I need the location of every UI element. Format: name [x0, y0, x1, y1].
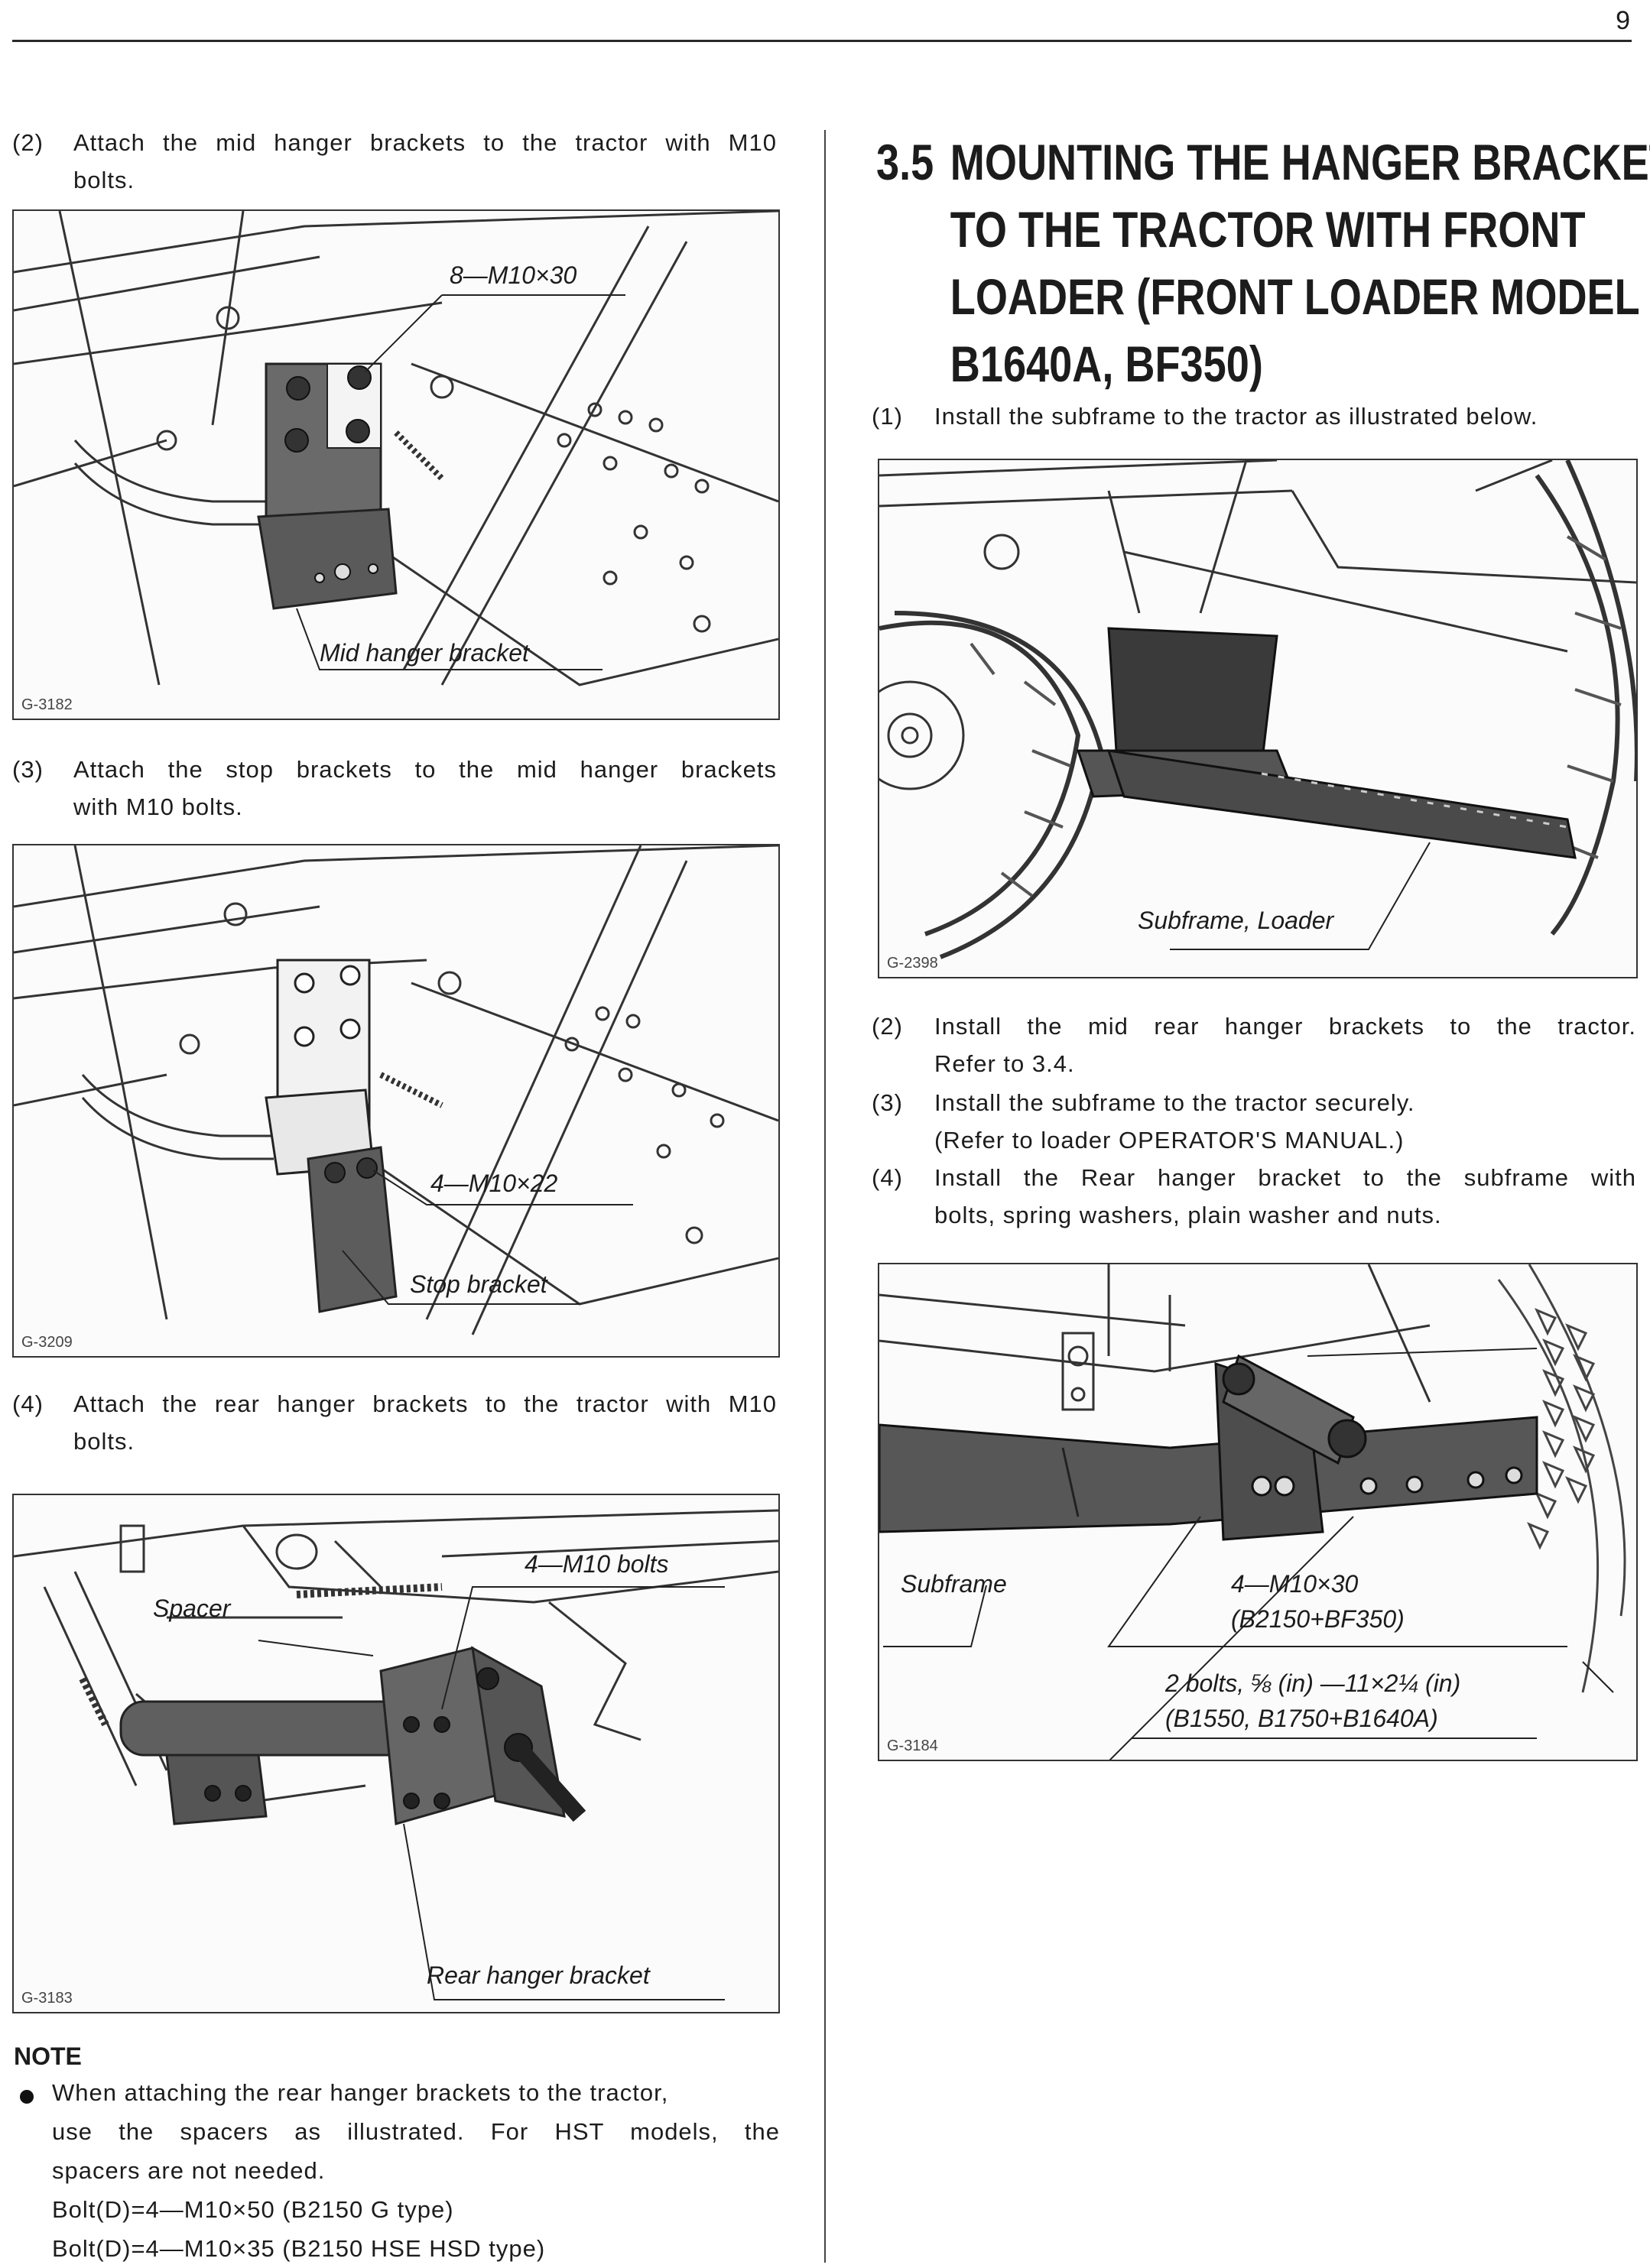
figure-code: G-3182 [21, 696, 73, 713]
callout-bolts-a: 4—M10×30 [1231, 1570, 1359, 1598]
step-text: Install the subframe to the tractor as i… [934, 403, 1538, 430]
callout-bolts-b: 2 bolts, ⅝ (in) —11×2¼ (in) [1165, 1669, 1461, 1697]
section-title-line: B1640A, BF350) [950, 336, 1263, 392]
note-line: When attaching the rear hanger brackets … [52, 2079, 669, 2106]
step-number: (2) [872, 1013, 903, 1040]
callout-models-a: (B2150+BF350) [1231, 1605, 1405, 1633]
rear-hanger-subframe-illustration [879, 1264, 1626, 1760]
note-line: spacers are not needed. [52, 2157, 326, 2184]
step-text: Attach the stop brackets to the mid hang… [73, 756, 777, 783]
step-text: bolts, spring washers, plain washer and … [934, 1202, 1442, 1228]
section-title-line: LOADER (FRONT LOADER MODEL [950, 268, 1640, 325]
step-text: Attach the rear hanger brackets to the t… [73, 1390, 777, 1417]
note-line: Bolt(D)=4—M10×35 (B2150 HSE HSD type) [52, 2235, 546, 2262]
callout-bolts: 8—M10×30 [450, 261, 577, 289]
figure-code: G-3183 [21, 1990, 73, 2007]
stop-bracket-illustration [14, 845, 778, 1335]
step-text: bolts. [73, 1428, 135, 1455]
step-number: (2) [12, 129, 44, 156]
figure-subframe-loader: Subframe, Loader G-2398 [878, 459, 1638, 978]
step-text: Install the Rear hanger bracket to the s… [934, 1164, 1636, 1191]
header-rule [12, 40, 1632, 42]
note-heading: NOTE [14, 2042, 82, 2070]
page-number: 9 [1616, 6, 1630, 35]
callout-spacer: Spacer [153, 1595, 231, 1622]
step-text: Attach the mid hanger brackets to the tr… [73, 129, 777, 156]
note-body: When attaching the rear hanger brackets … [52, 2073, 780, 2268]
step-number: (4) [12, 1390, 44, 1417]
section-title-line: MOUNTING THE HANGER BRACKETS [950, 134, 1650, 190]
bullet-icon [20, 2090, 34, 2104]
step-text: with M10 bolts. [73, 793, 243, 820]
callout-rear-hanger-bracket: Rear hanger bracket [427, 1961, 650, 1989]
callout-subframe-loader: Subframe, Loader [1138, 907, 1334, 934]
figure-code: G-2398 [887, 955, 938, 972]
figure-code: G-3209 [21, 1334, 73, 1351]
step-text: Install the mid rear hanger brackets to … [934, 1013, 1636, 1040]
callout-mid-hanger-bracket: Mid hanger bracket [320, 639, 529, 667]
step-text: Install the subframe to the tractor secu… [934, 1089, 1415, 1116]
figure-mid-hanger-bracket: 8—M10×30 Mid hanger bracket G-3182 [12, 209, 780, 720]
subframe-loader-illustration [879, 460, 1636, 959]
step-number: (3) [12, 756, 44, 783]
mid-hanger-illustration [14, 211, 778, 686]
figure-rear-hanger-subframe: Subframe 4—M10×30 (B2150+BF350) 2 bolts,… [878, 1263, 1638, 1761]
note-line: Bolt(D)=4—M10×50 (B2150 G type) [52, 2196, 454, 2223]
step-text: Refer to 3.4. [934, 1050, 1075, 1077]
step-number: (3) [872, 1089, 903, 1116]
section-title-line: TO THE TRACTOR WITH FRONT [950, 201, 1586, 258]
step-text: bolts. [73, 167, 135, 193]
section-number: 3.5 [876, 134, 934, 190]
step-number: (1) [872, 403, 903, 430]
callout-stop-bracket: Stop bracket [410, 1270, 547, 1298]
callout-bolts: 4—M10×22 [430, 1170, 558, 1197]
note-line: use the spacers as illustrated. For HST … [52, 2118, 780, 2145]
callout-bolts: 4—M10 bolts [525, 1550, 669, 1578]
figure-stop-bracket: 4—M10×22 Stop bracket G-3209 [12, 844, 780, 1358]
callout-models-b: (B1550, B1750+B1640A) [1165, 1705, 1438, 1732]
step-number: (4) [872, 1164, 903, 1191]
figure-rear-hanger-bracket: 4—M10 bolts Spacer Rear hanger bracket G… [12, 1494, 780, 2013]
rear-hanger-illustration [14, 1509, 778, 2000]
column-divider [824, 130, 826, 2263]
step-text: (Refer to loader OPERATOR'S MANUAL.) [934, 1127, 1405, 1153]
callout-subframe: Subframe [901, 1570, 1007, 1598]
figure-code: G-3184 [887, 1738, 938, 1754]
